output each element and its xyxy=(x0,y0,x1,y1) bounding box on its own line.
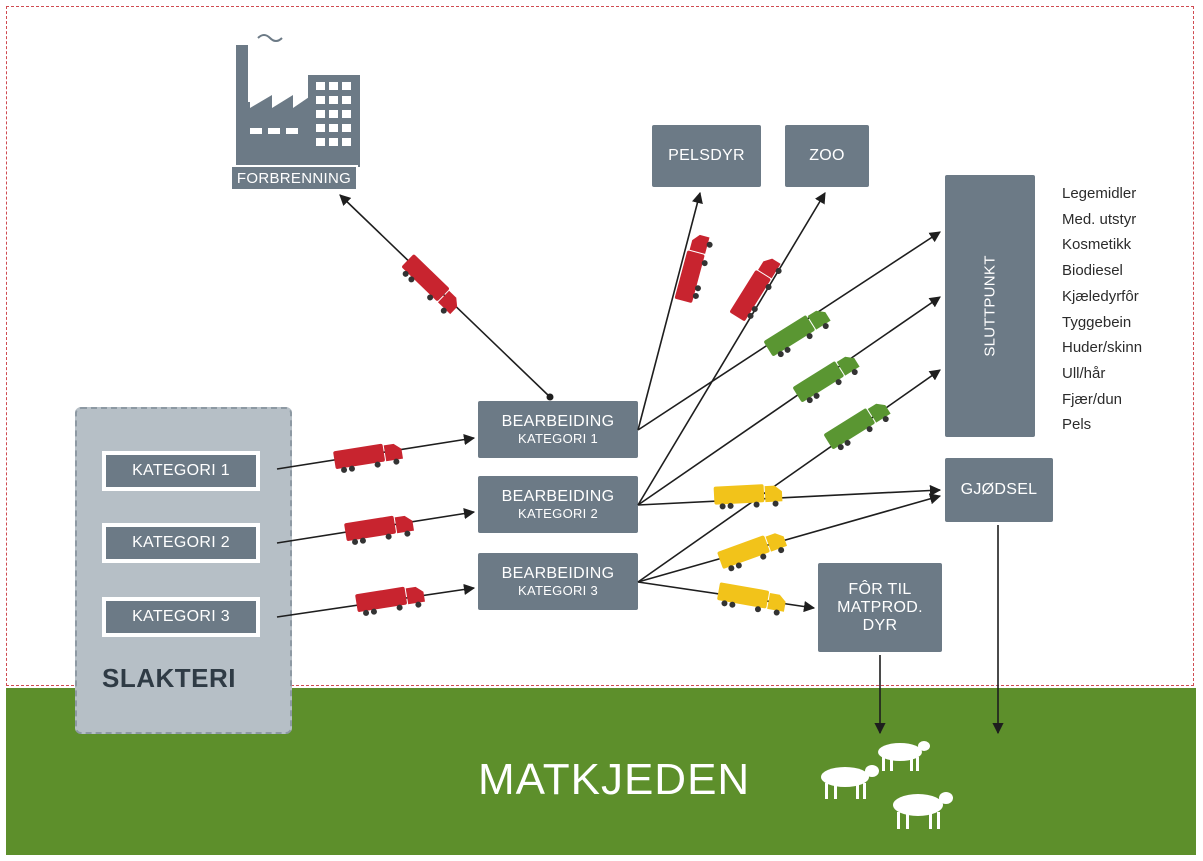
feed-box: FÔR TIL MATPROD. DYR xyxy=(818,563,942,652)
slakteri-label: SLAKTERI xyxy=(102,663,236,693)
arrow-to-gjodsel-2 xyxy=(637,493,942,583)
dashed-boundary xyxy=(6,6,1194,686)
use-item: Tyggebein xyxy=(1062,313,1132,331)
processing-box-1: BEARBEIDING KATEGORI 1 xyxy=(478,401,638,458)
truck-red-kat3 xyxy=(355,583,426,618)
matkjeden-label: MATKJEDEN xyxy=(478,755,751,804)
factory-icon xyxy=(236,34,360,167)
processing-3-subtitle: KATEGORI 3 xyxy=(517,583,599,598)
truck-green-1 xyxy=(763,305,834,361)
truck-green-3 xyxy=(823,398,894,454)
pelsdyr-box: PELSDYR xyxy=(652,125,761,187)
use-item: Kjæledyrfôr xyxy=(1062,287,1139,305)
cow-icon xyxy=(878,741,930,771)
truck-yellow-2 xyxy=(716,528,789,574)
forbrenning-label: FORBRENNING xyxy=(230,165,358,191)
truck-red-zoo xyxy=(729,254,785,325)
truck-yellow-3 xyxy=(716,582,788,617)
sluttpunkt-box: SLUTTPUNKT xyxy=(945,175,1035,437)
arrow-to-pelsdyr xyxy=(637,191,703,431)
processing-3-title: BEARBEIDING xyxy=(501,565,615,582)
slakteri-category-3: KATEGORI 3 xyxy=(102,597,260,637)
feed-line-2: MATPROD. xyxy=(837,598,923,616)
sluttpunkt-uses-list: Legemidler Med. utstyr Kosmetikk Biodies… xyxy=(1062,181,1142,438)
truck-yellow-1 xyxy=(713,483,783,510)
gjodsel-label: GJØDSEL xyxy=(960,481,1038,498)
processing-1-subtitle: KATEGORI 1 xyxy=(517,431,599,446)
use-item: Fjær/dun xyxy=(1062,390,1123,408)
feed-line-3: DYR xyxy=(862,616,898,634)
truck-red-kat2 xyxy=(344,512,415,547)
zoo-label: ZOO xyxy=(809,147,845,164)
feed-line-1: FÔR TIL xyxy=(848,580,912,598)
arrow-to-sluttpunkt-2 xyxy=(637,296,941,506)
processing-2-title: BEARBEIDING xyxy=(501,488,615,505)
arrow-to-sluttpunkt-3 xyxy=(637,369,941,583)
use-item: Biodiesel xyxy=(1062,262,1123,280)
arrow-to-gjodsel-1 xyxy=(637,484,942,506)
use-item: Ull/hår xyxy=(1062,364,1106,382)
use-item: Pels xyxy=(1062,416,1092,434)
cow-icons xyxy=(821,741,953,829)
use-item: Huder/skinn xyxy=(1062,339,1143,357)
processing-1-title: BEARBEIDING xyxy=(501,413,615,430)
arrow-to-zoo xyxy=(637,192,826,506)
junction-dot xyxy=(546,393,554,401)
processing-box-3: BEARBEIDING KATEGORI 3 xyxy=(478,553,638,610)
truck-red-kat1 xyxy=(333,440,404,475)
zoo-box: ZOO xyxy=(785,125,869,187)
pelsdyr-label: PELSDYR xyxy=(668,147,745,164)
use-item: Legemidler xyxy=(1062,185,1137,202)
cow-icon xyxy=(821,765,879,799)
use-item: Med. utstyr xyxy=(1062,210,1137,228)
gjodsel-box: GJØDSEL xyxy=(945,458,1053,522)
processing-2-subtitle: KATEGORI 2 xyxy=(517,506,599,521)
trucks xyxy=(333,232,894,618)
processing-box-2: BEARBEIDING KATEGORI 2 xyxy=(478,476,638,533)
slakteri-category-2: KATEGORI 2 xyxy=(102,523,260,563)
truck-green-2 xyxy=(792,351,863,407)
slakteri-category-1: KATEGORI 1 xyxy=(102,451,260,491)
truck-red-forbrenning xyxy=(397,253,463,318)
use-item: Kosmetikk xyxy=(1062,236,1132,254)
cow-icon xyxy=(893,792,953,829)
flow-arrows xyxy=(276,191,1004,735)
